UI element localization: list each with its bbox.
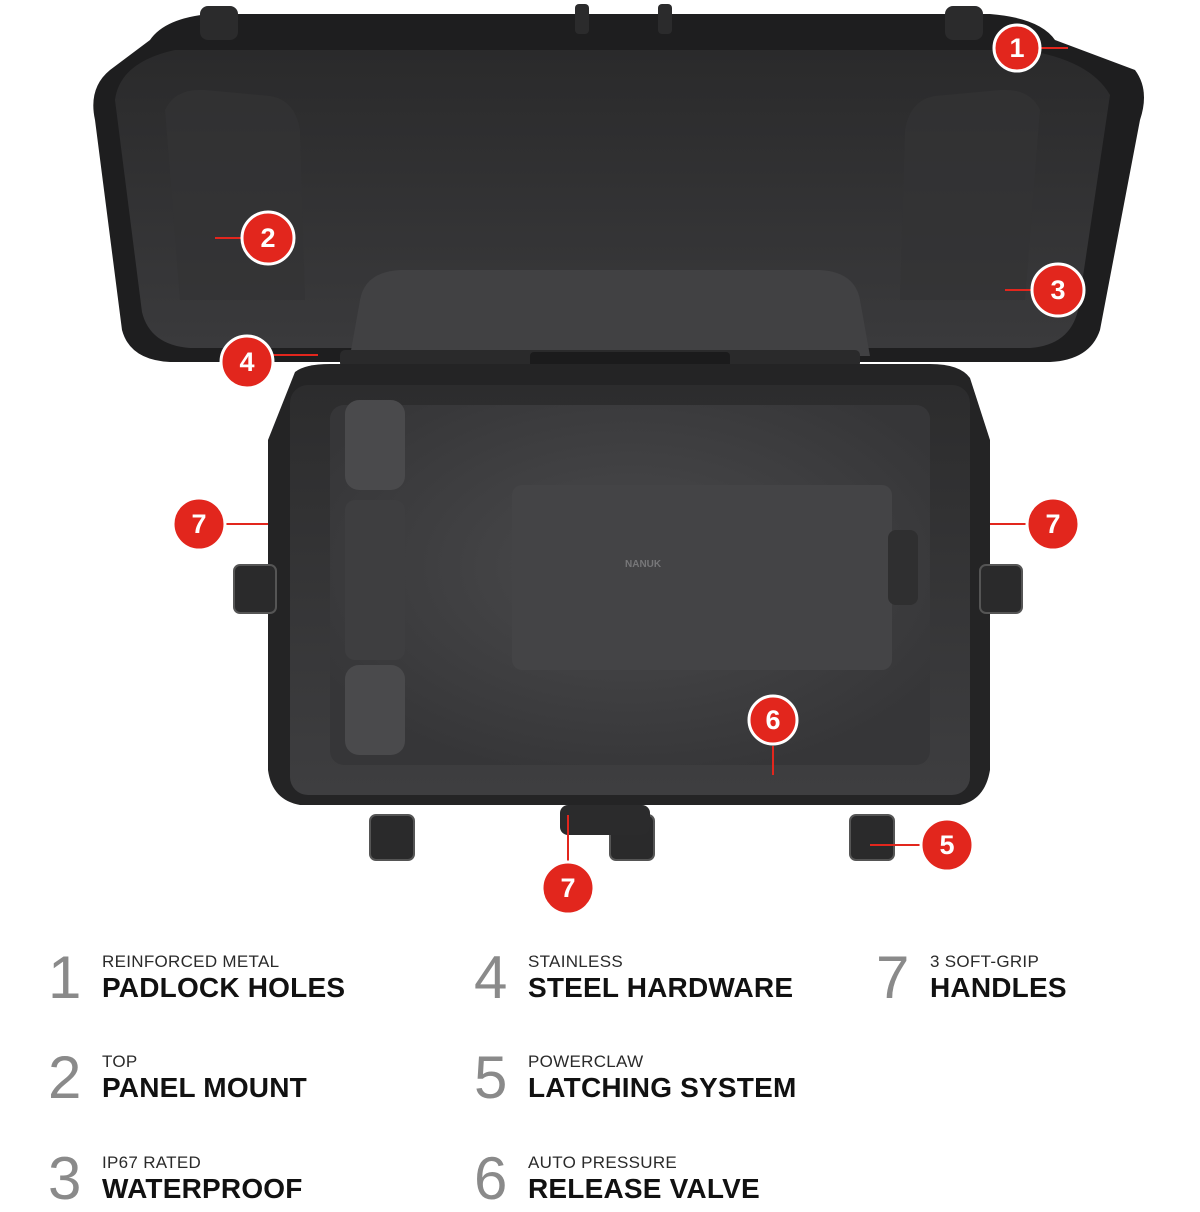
marker-7-left: 7 [171, 496, 227, 552]
feature-title: HANDLES [930, 972, 1067, 1003]
marker-label: 4 [239, 347, 254, 377]
feature-item: 5 POWERCLAW LATCHING SYSTEM [474, 1048, 796, 1108]
brand-label: NANUK [625, 559, 662, 570]
feature-title: PADLOCK HOLES [102, 972, 346, 1003]
feature-number: 5 [474, 1044, 508, 1111]
marker-label: 6 [765, 705, 780, 735]
feature-item: 1 REINFORCED METAL PADLOCK HOLES [48, 948, 345, 1008]
case-illustration: NANUK 1 2 3 4 5 [93, 4, 1145, 916]
feature-kicker: TOP [102, 1052, 138, 1071]
marker-label: 7 [1045, 509, 1060, 539]
case-lid [93, 4, 1145, 368]
marker-7-bottom: 7 [540, 860, 596, 916]
feature-number: 2 [48, 1044, 82, 1111]
feature-number: 6 [474, 1145, 508, 1212]
feature-kicker: REINFORCED METAL [102, 952, 280, 971]
feature-kicker: STAINLESS [528, 952, 623, 971]
feature-item: 2 TOP PANEL MOUNT [48, 1048, 307, 1108]
marker-4: 4 [219, 334, 275, 390]
marker-3: 3 [1030, 262, 1086, 318]
feature-item: 7 3 SOFT-GRIP HANDLES [876, 948, 1067, 1008]
marker-label: 5 [939, 830, 954, 860]
marker-5: 5 [919, 817, 975, 873]
feature-number: 7 [876, 944, 910, 1011]
marker-2: 2 [240, 210, 296, 266]
marker-label: 7 [191, 509, 206, 539]
feature-item: 6 AUTO PRESSURE RELEASE VALVE [474, 1149, 760, 1209]
feature-number: 1 [48, 944, 82, 1011]
marker-label: 1 [1009, 33, 1024, 63]
marker-label: 3 [1050, 275, 1065, 305]
feature-title: STEEL HARDWARE [528, 972, 794, 1003]
feature-number: 4 [474, 944, 508, 1011]
marker-7-right: 7 [1025, 496, 1081, 552]
feature-title: WATERPROOF [102, 1173, 303, 1204]
marker-label: 7 [560, 873, 575, 903]
feature-item: 3 IP67 RATED WATERPROOF [48, 1149, 303, 1209]
feature-title: RELEASE VALVE [528, 1173, 760, 1204]
feature-kicker: IP67 RATED [102, 1153, 202, 1172]
feature-title: PANEL MOUNT [102, 1072, 307, 1103]
marker-1: 1 [992, 23, 1042, 73]
marker-6: 6 [747, 694, 799, 746]
feature-number: 3 [48, 1145, 82, 1212]
marker-label: 2 [260, 223, 275, 253]
feature-kicker: POWERCLAW [528, 1052, 644, 1071]
feature-item: 4 STAINLESS STEEL HARDWARE [474, 948, 793, 1008]
feature-kicker: 3 SOFT-GRIP [930, 952, 1040, 971]
feature-title: LATCHING SYSTEM [528, 1072, 797, 1103]
feature-kicker: AUTO PRESSURE [528, 1153, 678, 1172]
case-base: NANUK [233, 364, 1023, 861]
